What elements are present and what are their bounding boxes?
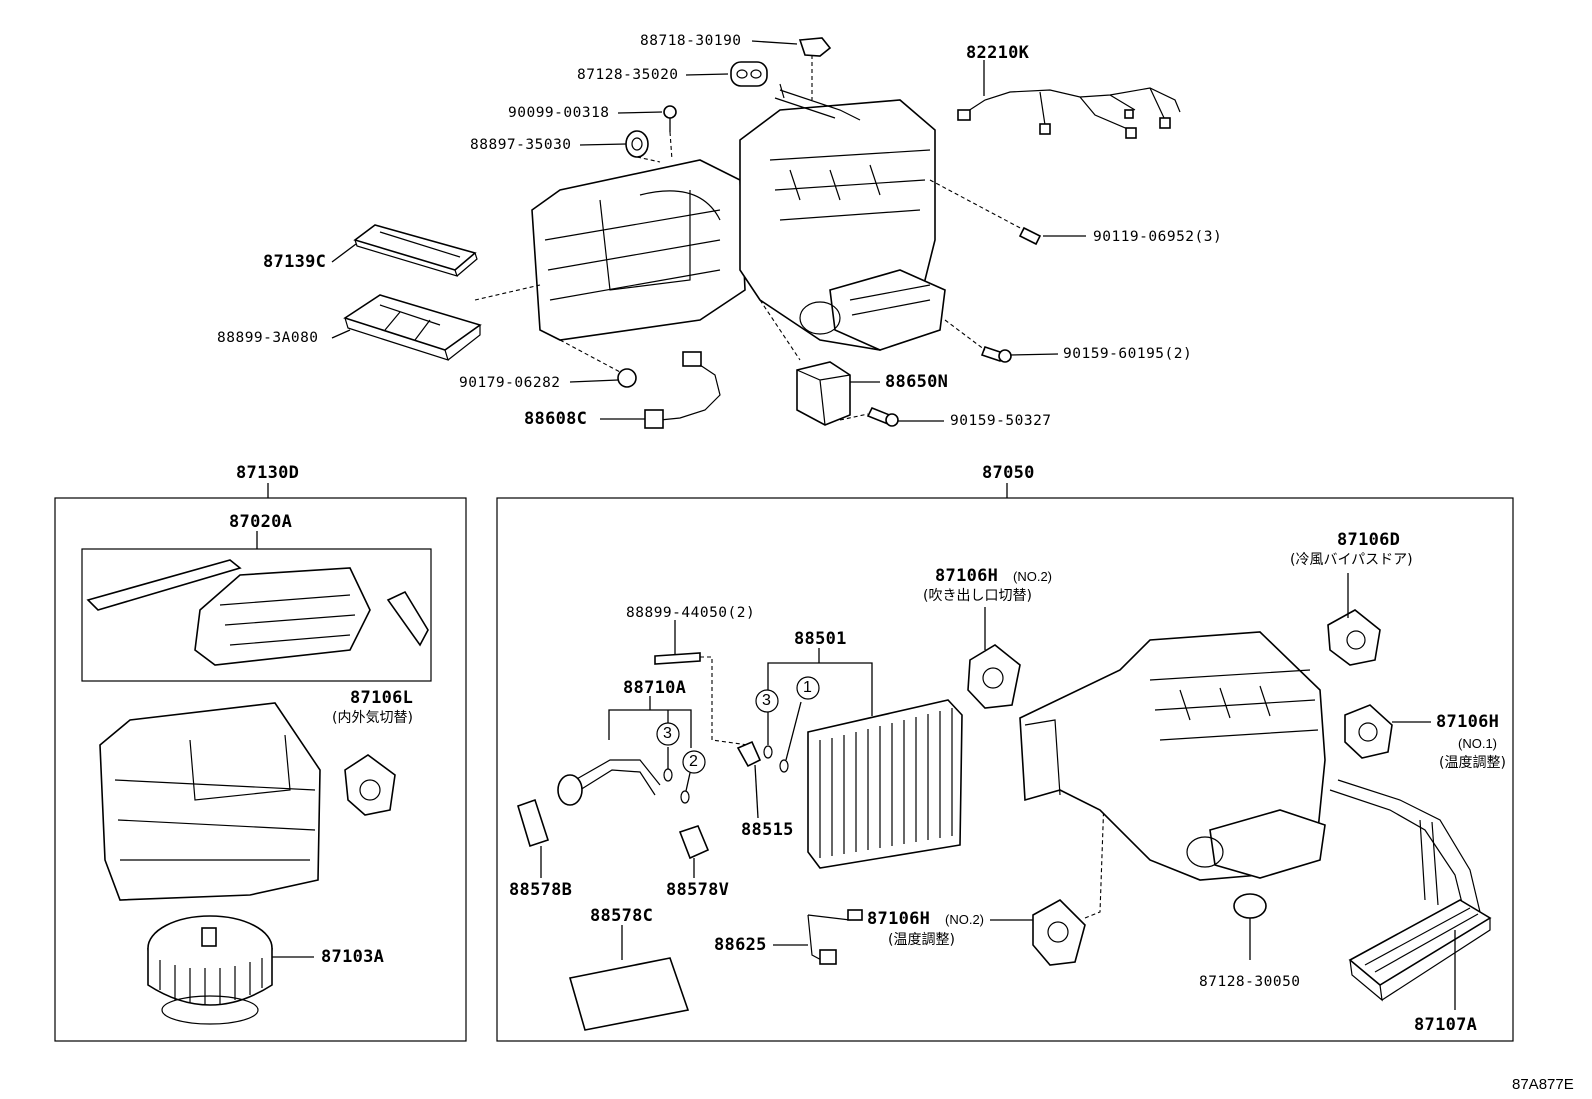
- part-label-88625: 88625: [714, 935, 767, 955]
- top-leaders: [331, 40, 1086, 422]
- part-label-87139c: 87139C: [263, 252, 327, 272]
- circle-num-3b: 3: [663, 725, 672, 742]
- part-note-87106h-no1: (温度調整): [1439, 755, 1506, 771]
- part-label-88718: 88718-30190: [640, 33, 742, 49]
- part-no-87106h-no1: (NO.1): [1458, 736, 1497, 751]
- part-label-87106l: 87106L: [350, 688, 414, 708]
- part-label-88710a: 88710A: [623, 678, 687, 698]
- group-title-blower: 87130D: [236, 463, 300, 483]
- part-label-90119: 90119-06952(3): [1093, 229, 1223, 245]
- part-label-88899-44050: 88899-44050(2): [626, 605, 756, 621]
- circle-num-2: 2: [689, 753, 698, 770]
- part-label-88608c: 88608C: [524, 409, 588, 429]
- part-label-87106d: 87106D: [1337, 530, 1401, 550]
- circle-num-1: 1: [803, 679, 812, 696]
- circle-num-3a: 3: [762, 692, 771, 709]
- part-label-88578c: 88578C: [590, 906, 654, 926]
- group-title-cooling: 87050: [982, 463, 1035, 483]
- part-label-87128-35020: 87128-35020: [577, 67, 679, 83]
- cooling-group-box: [496, 483, 1514, 1042]
- part-code-87106h-no2-temp: 87106H: [867, 909, 931, 929]
- hvac-unit-assembly: [531, 83, 946, 351]
- part-note-87106h-no2-mode: (吹き出し口切替): [923, 588, 1032, 604]
- part-no-87106h-no2-mode: (NO.2): [1013, 569, 1052, 584]
- top-small-parts: [343, 37, 1181, 429]
- part-note-87106d: (冷風バイパスドア): [1290, 552, 1413, 568]
- part-label-90179: 90179-06282: [459, 375, 561, 391]
- part-label-87103a: 87103A: [321, 947, 385, 967]
- part-code-87106h-no1: 87106H: [1436, 712, 1500, 732]
- part-label-88650n: 88650N: [885, 372, 949, 392]
- part-label-90099: 90099-00318: [508, 105, 610, 121]
- part-note-87106h-no2-temp: (温度調整): [888, 932, 955, 948]
- part-code-87106h-no2-mode: 87106H: [935, 566, 999, 586]
- figure-code: 87A877E: [1512, 1076, 1574, 1093]
- part-label-87020a: 87020A: [229, 512, 293, 532]
- part-label-87128-30050: 87128-30050: [1199, 974, 1301, 990]
- part-label-90159-50327: 90159-50327: [950, 413, 1052, 429]
- part-label-88501: 88501: [794, 629, 847, 649]
- part-no-87106h-no2-temp: (NO.2): [945, 912, 984, 927]
- part-label-88899-3a080: 88899-3A080: [217, 330, 319, 346]
- part-label-87107a: 87107A: [1414, 1015, 1478, 1035]
- part-label-88897: 88897-35030: [470, 137, 572, 153]
- part-label-88578v: 88578V: [666, 880, 730, 900]
- blower-group-box: [54, 483, 467, 1042]
- part-label-88515: 88515: [741, 820, 794, 840]
- part-note-87106l: (内外気切替): [332, 710, 413, 726]
- part-label-90159-60195: 90159-60195(2): [1063, 346, 1193, 362]
- callout-circles: [656, 676, 820, 774]
- part-label-88578b: 88578B: [509, 880, 573, 900]
- part-label-82210k: 82210K: [966, 43, 1030, 63]
